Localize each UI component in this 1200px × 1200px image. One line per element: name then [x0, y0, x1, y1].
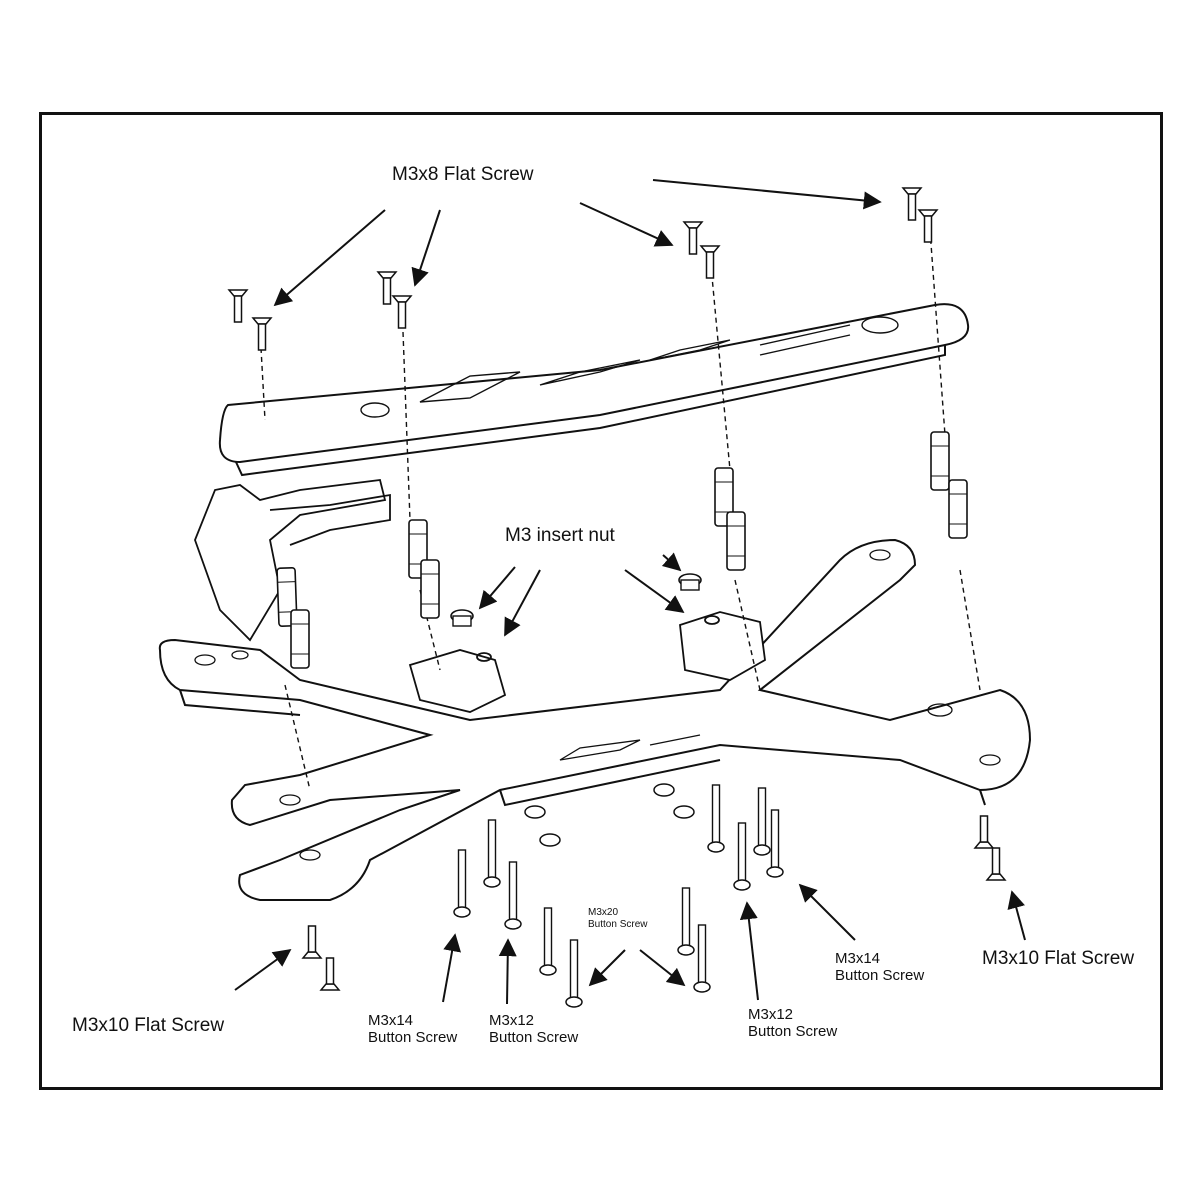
- button-20-size: M3x20: [588, 907, 619, 918]
- button-14-left-type: Button Screw: [368, 1029, 458, 1047]
- button-12-left-type: Button Screw: [489, 1029, 579, 1047]
- button-20-type: Button Screw: [588, 918, 648, 930]
- button-20-label: M3x20 Button Screw: [588, 907, 647, 930]
- button-12-right-label: M3x12 Button Screw: [748, 1006, 837, 1041]
- button-14-left-label: M3x14 Button Screw: [368, 1012, 457, 1047]
- insert-nut-label: M3 insert nut: [505, 525, 615, 546]
- button-12-right-size: M3x12: [748, 1006, 794, 1023]
- camera-mount: [194, 479, 391, 642]
- bottom-nuts: [524, 783, 695, 847]
- button-14-right-size: M3x14: [835, 950, 881, 967]
- button-14-right-type: Button Screw: [835, 967, 925, 985]
- button-12-left-label: M3x12 Button Screw: [489, 1012, 578, 1047]
- top-plate: [218, 303, 970, 477]
- top-flat-screw-label: M3x8 Flat Screw: [392, 164, 534, 185]
- button-14-left-size: M3x14: [368, 1012, 414, 1029]
- right-bottom-flat-screw-label: M3x10 Flat Screw: [982, 948, 1135, 969]
- left-bottom-flat-screw-label: M3x10 Flat Screw: [72, 1015, 225, 1036]
- bottom-frame: [158, 538, 1032, 901]
- insert-nut-left: [450, 609, 474, 627]
- insert-nut-right: [678, 573, 702, 591]
- button-12-left-size: M3x12: [489, 1012, 535, 1029]
- bottom-button-screws: [453, 784, 784, 1008]
- button-12-right-type: Button Screw: [748, 1023, 838, 1041]
- button-14-right-label: M3x14 Button Screw: [835, 950, 924, 985]
- stack-bracket-left: [408, 649, 507, 713]
- stack-bracket-right: [679, 611, 766, 681]
- leader-arrows: [234, 179, 1026, 1005]
